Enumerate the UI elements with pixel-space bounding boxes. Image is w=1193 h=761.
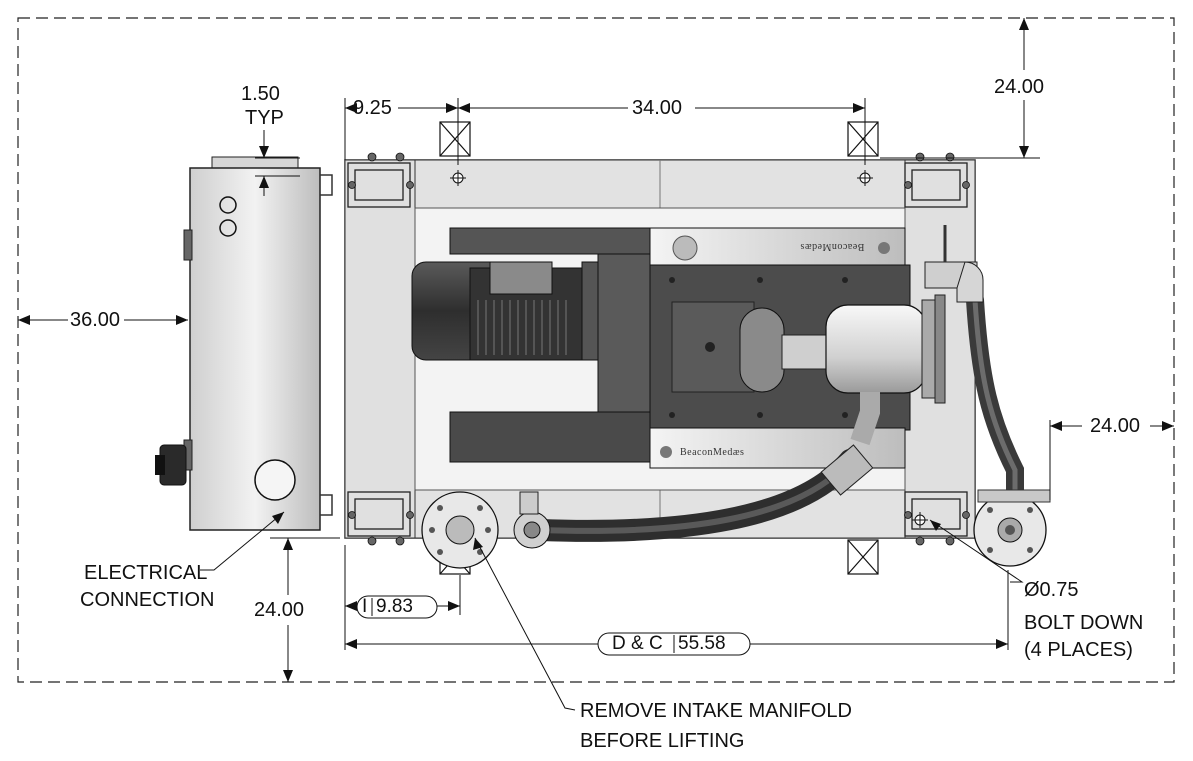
dimension-boxes [356, 595, 751, 656]
dim-top-clearance: 24.00 [994, 76, 1045, 98]
bolt-heads [348, 152, 970, 546]
intake-flange [421, 491, 499, 569]
callout-bolt-line2: BOLT DOWN [1024, 612, 1144, 634]
dim-right-clearance: 24.00 [1090, 415, 1141, 437]
exhaust-elbow [924, 225, 984, 303]
return-hose [966, 291, 1024, 519]
intake-filter [739, 294, 946, 446]
intake-elbow [513, 491, 551, 549]
logo-bottom-text: BeaconMedæs [680, 447, 744, 458]
arrowheads [18, 18, 1174, 682]
dim-dc-value: 55.58 [678, 633, 726, 654]
dim-typ-value: 1.50 [241, 83, 280, 105]
dim-bottom-clearance: 24.00 [254, 599, 305, 621]
dim-left-clearance: 36.00 [70, 309, 121, 331]
callout-bolt-line1: Ø0.75 [1024, 579, 1079, 601]
dim-typ-word: TYP [245, 107, 284, 129]
callout-bolt-line3: (4 PLACES) [1024, 639, 1133, 661]
callout-electrical-line2: CONNECTION [80, 589, 215, 611]
callout-remove-line1: REMOVE INTAKE MANIFOLD [580, 700, 852, 722]
hose-coupling [820, 444, 874, 496]
exhaust-flange [973, 489, 1051, 567]
callout-electrical-line1: ELECTRICAL [84, 562, 208, 584]
dim-intake-prefix: I [362, 596, 368, 617]
callout-remove-line2: BEFORE LIFTING [580, 730, 745, 752]
dim-span-3400: 34.00 [632, 97, 683, 119]
motor [411, 249, 657, 451]
dim-dc-prefix: D & C [612, 633, 663, 654]
dim-offset-925: 9.25 [353, 97, 392, 119]
clearance-boundary [17, 17, 1175, 683]
logo-top-text: BeaconMedæs [800, 241, 864, 252]
dim-intake-value: 9.83 [376, 596, 413, 617]
electrical-panel [155, 156, 333, 531]
